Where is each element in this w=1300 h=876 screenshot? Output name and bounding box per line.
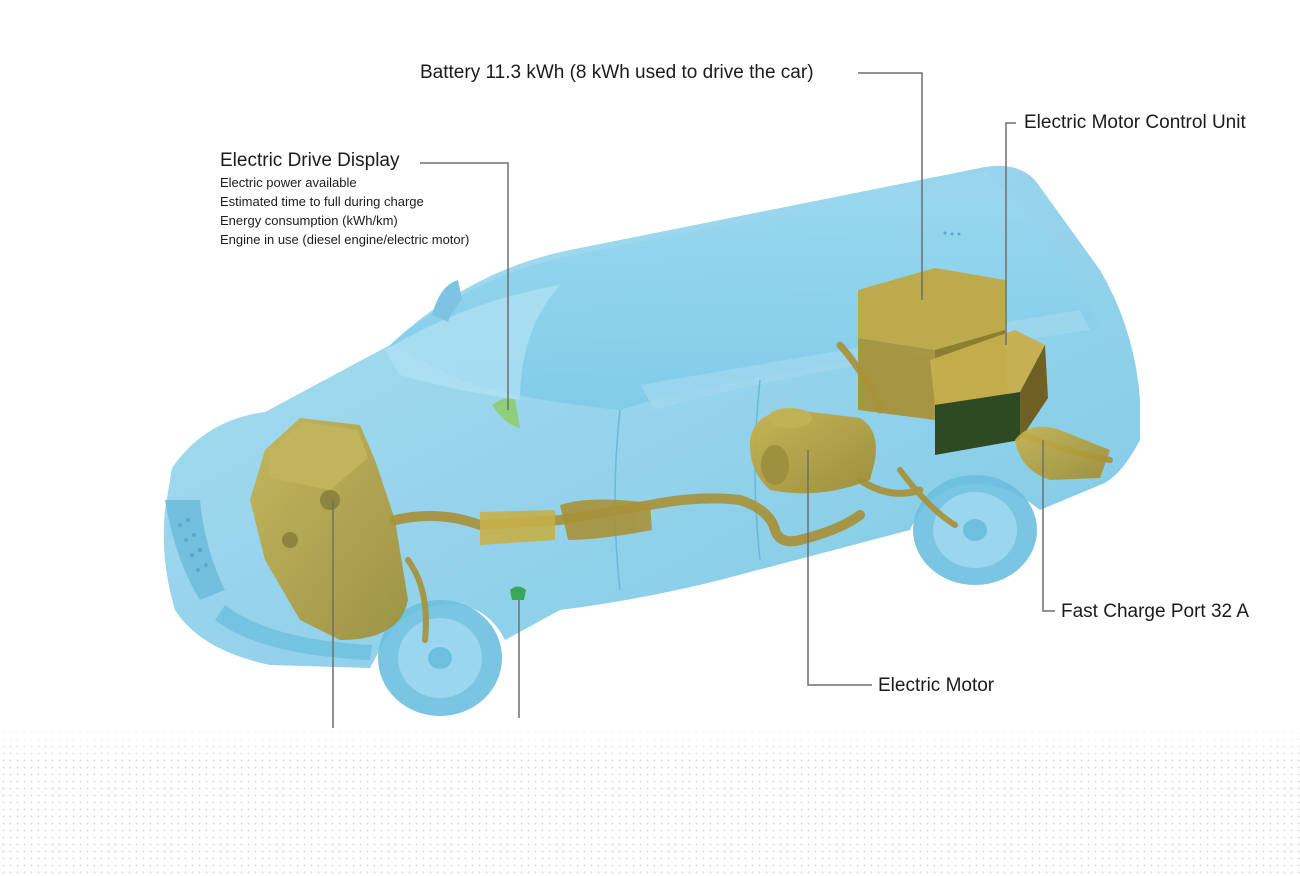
windshield	[385, 285, 560, 400]
leader-fast-charge-port	[1042, 440, 1055, 612]
front-wheel	[378, 600, 502, 716]
drive-display-detail: Electric power available	[220, 175, 357, 190]
drive-display-detail: Estimated time to full during charge	[220, 194, 424, 209]
fast-charge-port-label: Fast Charge Port 32 A	[1061, 601, 1249, 622]
side-mirror	[432, 280, 462, 322]
leader-lines	[332, 72, 1055, 728]
catalytic-converter	[480, 499, 652, 545]
rear-wheel	[913, 475, 1037, 585]
leader-electric-motor	[807, 450, 872, 686]
drive-display-detail: Energy consumption (kWh/km)	[220, 213, 398, 228]
tail-dots	[943, 231, 961, 236]
leader-motor-control-unit	[1005, 122, 1016, 345]
diesel-engine	[250, 418, 408, 640]
battery-label: Battery 11.3 kWh (8 kWh used to drive th…	[420, 62, 814, 83]
motor-control-unit	[930, 330, 1048, 455]
motor-control-unit-label: Electric Motor Control Unit	[1024, 112, 1246, 133]
electric-motor-part	[749, 408, 876, 494]
charge-port-connector	[510, 586, 526, 600]
grille-dots	[178, 518, 208, 572]
leader-battery	[858, 72, 923, 300]
door-line-rear	[754, 379, 761, 561]
electric-drive-display-part	[492, 398, 520, 428]
leader-drive-display	[420, 162, 509, 410]
drive-display-title: Electric Drive Display	[220, 150, 400, 171]
drive-display-detail: Engine in use (diesel engine/electric mo…	[220, 232, 470, 247]
dotted-floor-pattern	[0, 722, 1300, 876]
fast-charge-port-part	[1015, 426, 1110, 480]
electric-motor-label: Electric Motor	[878, 675, 995, 696]
